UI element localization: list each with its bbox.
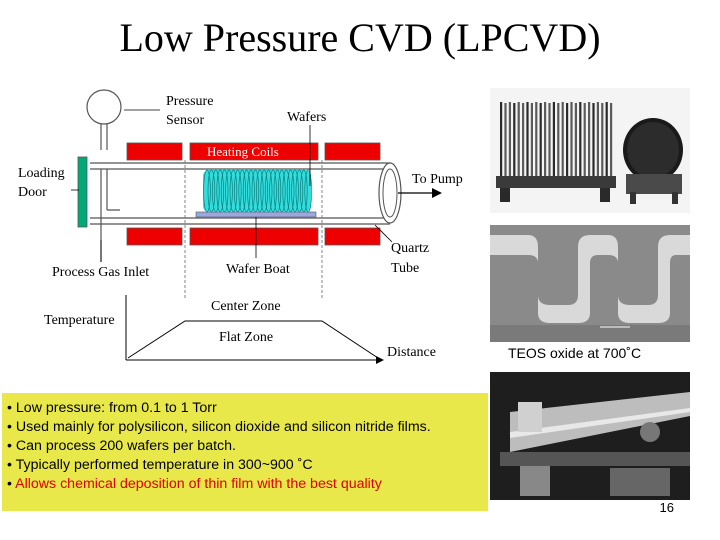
cassette-slot bbox=[530, 103, 533, 179]
heater-block-bottom-left bbox=[126, 227, 183, 246]
wafer bbox=[278, 169, 286, 213]
cassette-slot bbox=[548, 103, 551, 179]
quartz-tube-leader bbox=[374, 224, 393, 243]
wafer bbox=[264, 169, 273, 213]
cassette-slot bbox=[610, 103, 613, 179]
wafer bbox=[260, 169, 268, 213]
lpcvd-furnace-photo bbox=[490, 372, 690, 500]
pressure-sensor-stem bbox=[100, 124, 108, 150]
page-number: 16 bbox=[659, 500, 674, 515]
wafer bbox=[234, 169, 242, 213]
wafer bbox=[300, 169, 308, 213]
wafers-label: Wafers bbox=[287, 110, 326, 125]
wafer bbox=[203, 169, 211, 213]
pressure-sensor-label-line2: Sensor bbox=[166, 113, 204, 128]
wafer bbox=[220, 169, 229, 213]
gas-inlet-pipe bbox=[100, 169, 120, 262]
wafer bbox=[207, 169, 216, 213]
distance-axis-label: Distance bbox=[387, 345, 436, 360]
quartz-tube-end-inner bbox=[382, 168, 398, 218]
wafer bbox=[291, 169, 299, 213]
wafer bbox=[256, 169, 264, 213]
cassette-slot bbox=[583, 103, 586, 179]
wafer bbox=[229, 169, 238, 213]
cassette-slot bbox=[605, 102, 608, 178]
heater-block-bottom-center bbox=[189, 227, 319, 246]
bullet-item: • Low pressure: from 0.1 to 1 Torr bbox=[7, 400, 217, 416]
wafer bbox=[242, 169, 251, 213]
loading-door-label-line2: Door bbox=[18, 185, 47, 200]
quartz-tube-end-outer bbox=[378, 162, 402, 224]
wafers bbox=[203, 169, 312, 213]
wafer bbox=[238, 169, 246, 213]
cassette-slot bbox=[500, 102, 503, 178]
wafer-boat-label: Wafer Boat bbox=[226, 262, 290, 277]
cassette-slot bbox=[574, 103, 577, 179]
cassette-slot bbox=[552, 102, 555, 178]
bullet-item-highlight: • Allows chemical deposition of thin fil… bbox=[7, 476, 382, 492]
quartz-tube-label-line1: Quartz bbox=[391, 241, 429, 256]
pressure-sensor-label-line1: Pressure bbox=[166, 94, 213, 109]
cassette-slot bbox=[522, 103, 525, 179]
cassette-slot bbox=[596, 102, 599, 178]
heater-block-top-right bbox=[324, 142, 381, 161]
bullet-item: • Typically performed temperature in 300… bbox=[7, 457, 313, 473]
cassette-slot bbox=[535, 102, 538, 178]
lpcvd-diagram: Heating Coils Pressure Sensor Wafers Loa… bbox=[18, 89, 463, 364]
wafer bbox=[304, 169, 312, 213]
pressure-sensor bbox=[86, 89, 122, 125]
bullet-item: • Used mainly for polysilicon, silicon d… bbox=[7, 419, 431, 435]
cassette-slot bbox=[517, 102, 520, 178]
wafer bbox=[286, 169, 295, 213]
loading-door bbox=[77, 156, 88, 228]
wafer bbox=[225, 169, 233, 213]
temperature-axis-label: Temperature bbox=[44, 313, 115, 328]
wafer bbox=[212, 169, 220, 213]
cassette-slot bbox=[508, 102, 511, 178]
teos-oxide-sem-photo bbox=[490, 225, 690, 342]
teos-oxide-caption: TEOS oxide at 700˚C bbox=[508, 345, 642, 361]
cassette-slot bbox=[561, 102, 564, 178]
cassette-slot bbox=[579, 102, 582, 178]
wafer bbox=[282, 169, 290, 213]
cassette-slot bbox=[570, 102, 573, 178]
wafer bbox=[216, 169, 224, 213]
cassette-slot bbox=[539, 103, 542, 179]
heater-block-top-center bbox=[189, 142, 319, 161]
loading-door-label-line1: Loading bbox=[18, 166, 65, 181]
wafer-cassette-left bbox=[500, 102, 613, 179]
slide-title: Low Pressure CVD (LPCVD) bbox=[119, 15, 601, 60]
heater-block-bottom-right bbox=[324, 227, 381, 246]
bullet-item: • Can process 200 wafers per batch. bbox=[7, 438, 236, 454]
key-points-box: • Low pressure: from 0.1 to 1 Torr • Use… bbox=[2, 393, 488, 511]
flat-zone-label: Flat Zone bbox=[219, 330, 273, 345]
wafer bbox=[251, 169, 260, 213]
center-zone-label: Center Zone bbox=[211, 299, 281, 314]
pump-arrowhead bbox=[432, 188, 442, 198]
process-gas-inlet-label: Process Gas Inlet bbox=[52, 265, 149, 280]
to-pump-label: To Pump bbox=[412, 172, 463, 187]
cassette-slot bbox=[504, 103, 507, 179]
temperature-profile bbox=[127, 320, 379, 359]
cassette-slot bbox=[513, 103, 516, 179]
quartz-tube-label-line2: Tube bbox=[391, 261, 419, 276]
cassette-slot bbox=[557, 103, 560, 179]
wafer-boat bbox=[195, 211, 317, 218]
heater-block-top-left bbox=[126, 142, 183, 161]
wafer bbox=[273, 169, 282, 213]
cassette-slot bbox=[544, 102, 547, 178]
cassette-slot bbox=[592, 103, 595, 179]
cassette-slot bbox=[601, 103, 604, 179]
quartz-tube-outline bbox=[90, 162, 390, 225]
wafer bbox=[269, 169, 277, 213]
cassette-slot bbox=[588, 102, 591, 178]
cassette-slot bbox=[566, 103, 569, 179]
wafer bbox=[247, 169, 255, 213]
wafer bbox=[295, 169, 304, 213]
wafer-stack-body bbox=[203, 170, 311, 212]
heating-coils-label: Heating Coils bbox=[207, 144, 279, 159]
wafer-carrier-photo bbox=[490, 88, 690, 213]
cassette-slot bbox=[526, 102, 529, 178]
